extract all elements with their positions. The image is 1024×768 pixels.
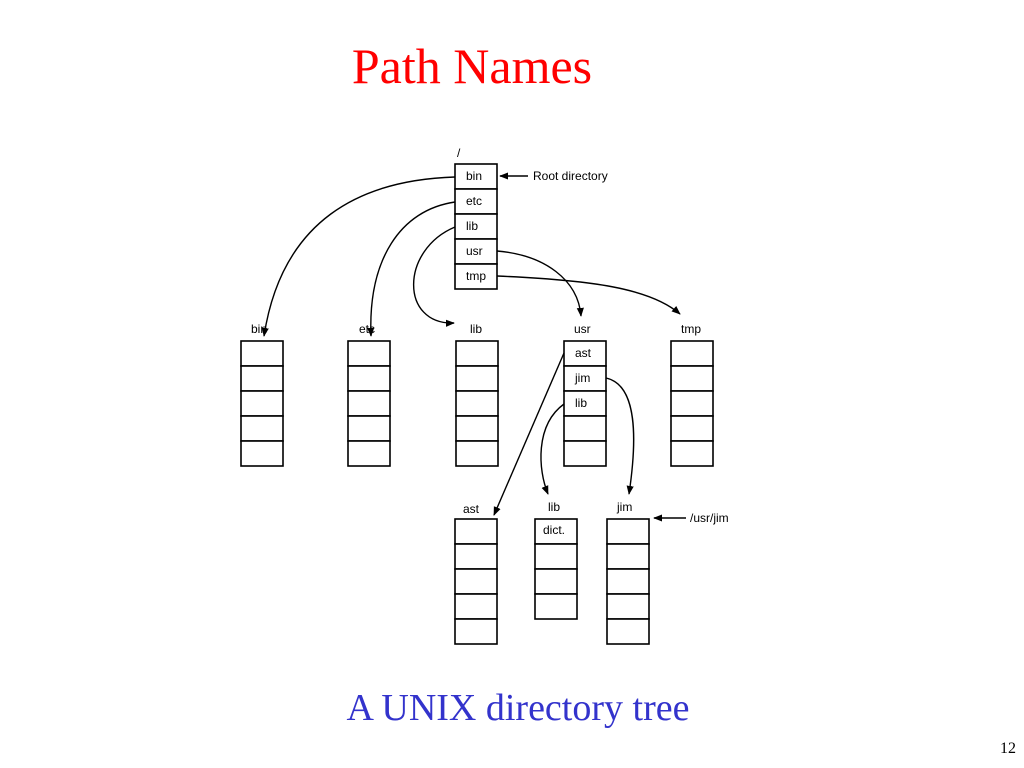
- directory-name: lib: [470, 322, 482, 336]
- directory-name: jim: [616, 500, 632, 514]
- directory-name: lib: [548, 500, 560, 514]
- link-usr-ast: [493, 352, 565, 516]
- dir-entry-label: ast: [575, 346, 592, 360]
- dir-entry-cell: [454, 568, 498, 595]
- root-directory: bin etc lib usr tmp: [454, 163, 498, 290]
- dir-entry-cell: [347, 440, 391, 467]
- directory-name: usr: [574, 322, 591, 336]
- directory-name: ast: [463, 502, 480, 516]
- dir-entry-cell: [606, 518, 650, 545]
- link-root-lib: [412, 226, 456, 327]
- dir-entry-label: dict.: [543, 523, 565, 537]
- slide-caption: A UNIX directory tree: [346, 687, 690, 729]
- dir-entry-cell: [240, 390, 284, 417]
- dir-entry-cell: [455, 415, 499, 442]
- dir-entry-cell: [347, 390, 391, 417]
- page-number: 12: [1000, 740, 1016, 757]
- directory-name: tmp: [681, 322, 701, 336]
- dir-entry-cell: [240, 415, 284, 442]
- dir-entry-label: lib: [575, 396, 587, 410]
- link-root-bin: [261, 176, 456, 337]
- dir-entry-cell: [240, 340, 284, 367]
- directory-tmp: tmp: [670, 322, 714, 467]
- dir-entry-cell: [347, 340, 391, 367]
- dir-entry-cell: [563, 365, 607, 392]
- slide-title: Path Names: [351, 38, 593, 94]
- dir-entry-cell: [534, 543, 578, 570]
- link-usr-jim: [605, 377, 635, 495]
- dir-entry-cell: [454, 518, 498, 545]
- dir-entry-cell: [670, 340, 714, 367]
- dir-entry-cell: [455, 390, 499, 417]
- dir-entry-label: usr: [466, 244, 483, 258]
- dir-entry-cell: [454, 213, 498, 240]
- dir-entry-cell: [606, 593, 650, 620]
- root-slash-label: /: [457, 146, 461, 160]
- dir-entry-cell: [454, 618, 498, 645]
- dir-entry-cell: [670, 365, 714, 392]
- dir-entry-cell: [606, 543, 650, 570]
- directory-name: etc: [359, 322, 375, 336]
- link-root-etc: [367, 201, 456, 337]
- directory-lib: lib: [455, 322, 499, 467]
- link-root-tmp: [496, 275, 681, 315]
- directory-ast: ast: [454, 502, 498, 645]
- dir-entry-cell: [534, 568, 578, 595]
- dir-entry-label: etc: [466, 194, 482, 208]
- directory-usr: usr ast jim lib: [563, 322, 607, 467]
- dir-entry-label: lib: [466, 219, 478, 233]
- dir-entry-cell: [670, 390, 714, 417]
- dir-entry-label: bin: [466, 169, 482, 183]
- dir-entry-cell: [670, 440, 714, 467]
- directory-etc: etc: [347, 322, 391, 467]
- dir-entry-cell: [455, 340, 499, 367]
- link-usr-lib: [540, 403, 565, 495]
- directory-usr-lib: lib dict.: [534, 500, 578, 620]
- link-root-usr: [496, 250, 584, 317]
- dir-entry-cell: [670, 415, 714, 442]
- dir-entry-cell: [606, 618, 650, 645]
- directory-bin: bin: [240, 322, 284, 467]
- dir-entry-cell: [454, 593, 498, 620]
- dir-entry-cell: [347, 415, 391, 442]
- root-directory-label: Root directory: [533, 169, 608, 183]
- dir-entry-cell: [534, 593, 578, 620]
- usr-jim-path-label: /usr/jim: [690, 511, 729, 525]
- dir-entry-label: jim: [574, 371, 590, 385]
- dir-entry-cell: [455, 440, 499, 467]
- dir-entry-cell: [240, 440, 284, 467]
- dir-entry-cell: [606, 568, 650, 595]
- dir-entry-cell: [563, 440, 607, 467]
- dir-entry-cell: [455, 365, 499, 392]
- dir-entry-cell: [454, 543, 498, 570]
- directory-jim: jim: [606, 500, 650, 645]
- dir-entry-cell: [347, 365, 391, 392]
- dir-entry-cell: [240, 365, 284, 392]
- dir-entry-cell: [454, 163, 498, 190]
- dir-entry-cell: [563, 390, 607, 417]
- dir-entry-cell: [563, 415, 607, 442]
- dir-entry-label: tmp: [466, 269, 486, 283]
